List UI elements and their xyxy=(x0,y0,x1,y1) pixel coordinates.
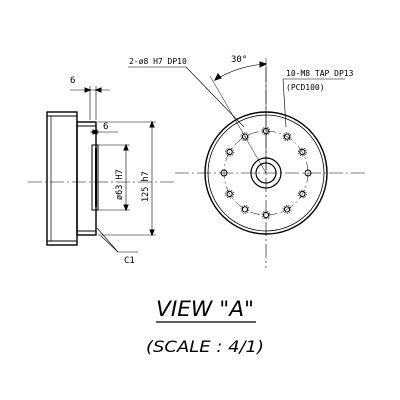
tap-hole-thread xyxy=(261,210,271,220)
pin-leader-line xyxy=(185,66,245,128)
pin-holes-label: 2-ø8 H7 DP10 xyxy=(129,57,187,66)
tap-hole xyxy=(226,148,233,156)
tap-hole xyxy=(299,148,306,156)
tap-hole xyxy=(283,133,291,140)
dim-inner-label: 6 xyxy=(103,122,108,132)
dim-inner-arrow-right xyxy=(92,129,100,135)
tap-hole xyxy=(241,133,249,140)
pin-hole xyxy=(304,169,312,177)
angle-label: 30° xyxy=(231,55,247,65)
tap-hole xyxy=(283,206,291,213)
dim-outer-arrow-bottom xyxy=(149,229,155,237)
pcd-label: (PCD100) xyxy=(286,83,325,92)
tap-holes-label: 10-M8 TAP DP13 xyxy=(286,69,354,78)
tap-hole xyxy=(226,190,233,198)
tap-hole-thread xyxy=(298,189,307,199)
view-scale: (SCALE : 4/1) xyxy=(146,337,264,356)
tap-hole xyxy=(262,211,270,219)
dim-top-arrow-left xyxy=(84,87,92,93)
tap-hole xyxy=(299,190,306,198)
angle-arrow-right xyxy=(259,61,268,68)
front-view xyxy=(128,58,368,268)
dim-bore-arrow-top xyxy=(123,143,129,151)
dim-top-arrow-right xyxy=(94,87,102,93)
pin-hole xyxy=(220,169,228,177)
tap-hole-thread xyxy=(298,147,307,157)
chamfer-leader-1 xyxy=(96,227,119,253)
tap-hole xyxy=(241,206,249,213)
tap-hole-thread xyxy=(240,132,250,141)
chamfer-label: C1 xyxy=(124,256,135,266)
side-bore-step xyxy=(91,144,99,211)
dim-bore-label: ø63 H7 xyxy=(115,169,125,200)
tap-hole-thread xyxy=(225,147,234,157)
tap-hole-thread xyxy=(282,205,292,214)
angle-ray-30 xyxy=(209,75,267,174)
tap-hole-thread xyxy=(240,205,250,214)
tap-leader-line xyxy=(282,78,287,128)
tap-hole-thread xyxy=(225,189,234,199)
front-pcd-circle xyxy=(223,130,309,216)
side-spigot-outline xyxy=(76,121,97,236)
dim-outer-arrow-top xyxy=(149,120,155,128)
side-view xyxy=(28,86,175,253)
angle-arc xyxy=(214,63,267,81)
chamfer-leader-2 xyxy=(100,235,119,253)
dim-bore-arrow-bottom xyxy=(123,204,129,212)
dim-top-label: 6 xyxy=(70,76,75,86)
angle-arrow-left xyxy=(214,73,222,81)
dim-outer-label: 125 h7 xyxy=(141,171,151,202)
tap-hole-thread xyxy=(282,132,292,141)
side-flange-outline xyxy=(46,111,78,246)
view-title: VIEW "A" xyxy=(156,297,254,321)
